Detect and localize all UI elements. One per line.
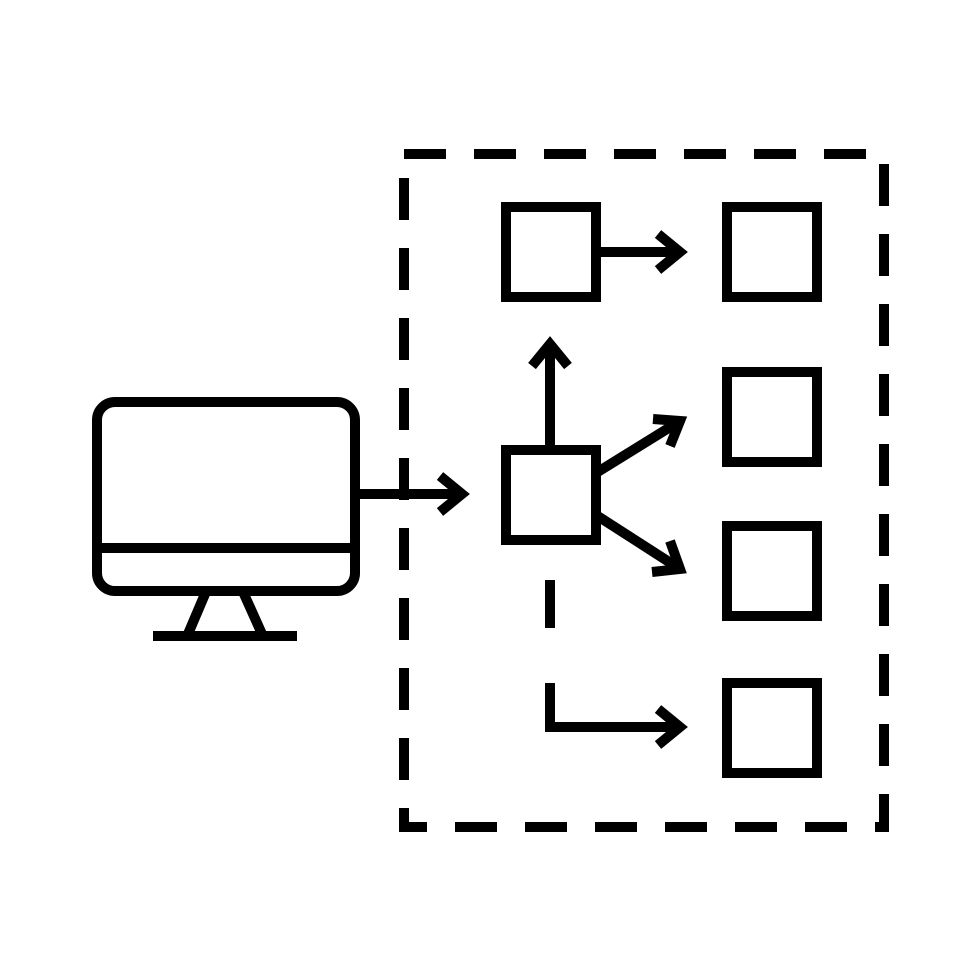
arrow-hub-up — [528, 336, 572, 450]
node-top-right — [722, 202, 822, 302]
arrow-hub-to-lower-right — [593, 510, 687, 577]
arrow-hub-to-upper-right — [593, 414, 688, 478]
arrow-elbow-to-bottom-right — [545, 683, 688, 749]
node-bottom-right — [722, 678, 822, 778]
node-lower-right — [722, 521, 822, 621]
arrow-monitor-to-hub — [355, 472, 470, 516]
monitor-stand — [183, 591, 267, 637]
arrow-top-left-to-top-right — [596, 230, 688, 274]
node-upper-right — [722, 367, 822, 467]
